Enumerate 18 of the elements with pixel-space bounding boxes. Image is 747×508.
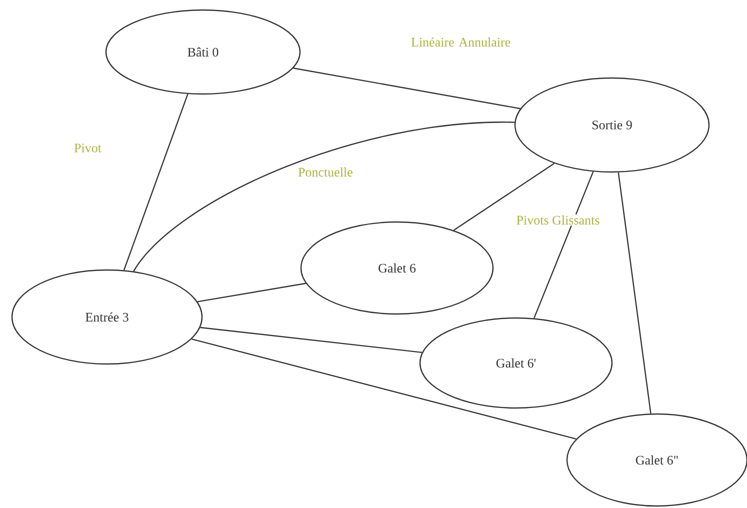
connector-line	[123, 94, 188, 270]
ellipse-node: Galet 6'	[419, 317, 613, 409]
edge-label: Ponctuelle	[298, 167, 352, 177]
connector-line	[534, 171, 594, 318]
ellipse-node: Sortie 9	[514, 77, 710, 173]
ellipse-node: Galet 6	[300, 221, 494, 315]
edge-label: Pivot	[74, 144, 102, 152]
connector-line	[453, 162, 555, 231]
connector-line	[197, 282, 306, 302]
ellipse-node: Bâti 0	[105, 9, 301, 95]
connector-line	[293, 68, 520, 110]
connector-line	[200, 326, 422, 354]
connector-line	[133, 122, 515, 272]
edge-label: Linéaire Annulaire	[411, 37, 510, 47]
link-label: Pivots Glissants	[515, 214, 601, 226]
connector-line	[618, 172, 652, 414]
ellipse-node: Entrée 3	[11, 269, 203, 365]
connector-line	[192, 338, 576, 440]
